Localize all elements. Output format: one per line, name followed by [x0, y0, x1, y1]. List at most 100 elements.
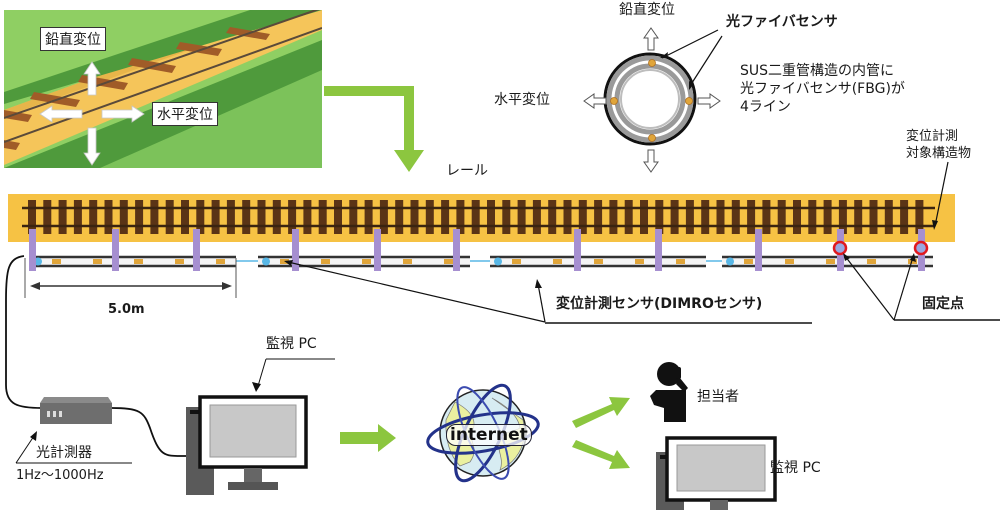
monitor-pc-label: 監視 PC [266, 336, 317, 352]
fiber-connector [262, 257, 270, 266]
fiber-sensor-label: 光ファイバセンサ [726, 14, 838, 30]
fbg-marker [93, 259, 102, 264]
rail-tie [73, 200, 82, 234]
fbg-marker [321, 259, 330, 264]
rail-tie [609, 200, 618, 234]
person-label: 担当者 [697, 389, 739, 405]
fbg-marker [826, 259, 835, 264]
rail-tie [731, 200, 740, 234]
fbg-marker [403, 259, 412, 264]
rail-tie [701, 200, 710, 234]
sensor-clamp [374, 229, 381, 271]
rail-tie [747, 200, 756, 234]
rail-tie [226, 200, 235, 234]
rail-tie [915, 200, 924, 234]
sensor-clamp [574, 229, 581, 271]
rail-tie [43, 200, 52, 234]
rail-label: レール [446, 163, 488, 179]
rail-tie [303, 200, 312, 234]
rail-tie [532, 200, 541, 234]
rail-tie [548, 200, 557, 234]
fbg-marker [594, 259, 603, 264]
remote-pc-label: 監視 PC [770, 460, 821, 476]
fixed-point-marker [913, 240, 929, 256]
dimro-sensor-segment [30, 255, 236, 268]
frequency-range-label: 1Hz～1000Hz [16, 468, 104, 483]
cross-section-horizontal-label: 水平変位 [494, 92, 550, 108]
rail-tie [884, 200, 893, 234]
rail-tie [89, 200, 98, 234]
fbg-marker [744, 259, 753, 264]
fbg-marker [553, 259, 562, 264]
rail-tie [150, 200, 159, 234]
fiber-cable [5, 255, 43, 409]
rail-tie [135, 200, 144, 234]
remote-pc-icon [656, 436, 777, 510]
right-arrow-icon [697, 93, 721, 109]
rail-tie [578, 200, 587, 234]
rail-tie [685, 200, 694, 234]
sensor-clamp [453, 229, 460, 271]
left-arrow-icon [583, 93, 607, 109]
sensor-clamp [112, 229, 119, 271]
rail-tie [670, 200, 679, 234]
rail-tie [410, 200, 419, 234]
rail-tie [594, 200, 603, 234]
target-structure-line-2: 対象構造物 [906, 146, 972, 161]
rail-tie [716, 200, 725, 234]
rail-tie [793, 200, 801, 234]
segment-length-label: 5.0m [108, 302, 145, 317]
rail-tie [165, 200, 174, 234]
sensor-clamp [193, 229, 200, 271]
rail-tie [624, 200, 633, 234]
fbg-marker [444, 259, 453, 264]
rail-tie [471, 200, 480, 234]
rail-tie [334, 200, 342, 234]
rail-tie [272, 200, 281, 234]
fbg-marker [512, 259, 521, 264]
rail-tie [823, 200, 832, 234]
rail-tie [318, 200, 327, 234]
fbg-marker [280, 259, 289, 264]
sensor-clamp [755, 229, 762, 271]
rail-tie [288, 200, 297, 234]
rail-tie [762, 200, 771, 234]
fbg-marker [175, 259, 184, 264]
fixed-point-marker [832, 240, 848, 256]
interrogator-label: 光計測器 [36, 445, 92, 461]
rail-tie [456, 200, 465, 234]
fbg-sensor-markers [610, 59, 693, 142]
rail-tie [349, 200, 358, 234]
rail-tie [379, 200, 388, 234]
rail-tie [517, 200, 526, 234]
rail-tie [28, 200, 36, 234]
fiber-connector [494, 257, 502, 266]
cross-section-vertical-label: 鉛直変位 [619, 2, 675, 18]
rail-tie [640, 200, 648, 234]
down-arrow-icon [643, 149, 659, 173]
rail-tie [58, 200, 67, 234]
flow-arrow [340, 424, 396, 452]
dimro-sensor-label: 変位計測センサ(DIMROセンサ) [556, 296, 763, 312]
rail-tie [487, 200, 495, 234]
rail-tie [425, 200, 434, 234]
rail-tie [119, 200, 128, 234]
rail-tie [777, 200, 786, 234]
rail-tie [854, 200, 863, 234]
flow-arrow [572, 397, 630, 428]
fbg-marker [908, 259, 917, 264]
rail-tie [181, 200, 189, 234]
inset-vertical-displacement-label: 鉛直変位 [40, 27, 106, 51]
rail-tie [502, 200, 511, 234]
monitor-pc-icon [186, 395, 308, 495]
description-line-1: SUS二重管構造の内管に [740, 63, 895, 79]
sensor-clamp [292, 229, 299, 271]
fbg-marker [216, 259, 225, 264]
rail-tie [808, 200, 817, 234]
displacement-arrows-icon [39, 61, 145, 166]
dimro-sensor-segment [490, 255, 706, 268]
optical-interrogator-icon [40, 397, 112, 424]
